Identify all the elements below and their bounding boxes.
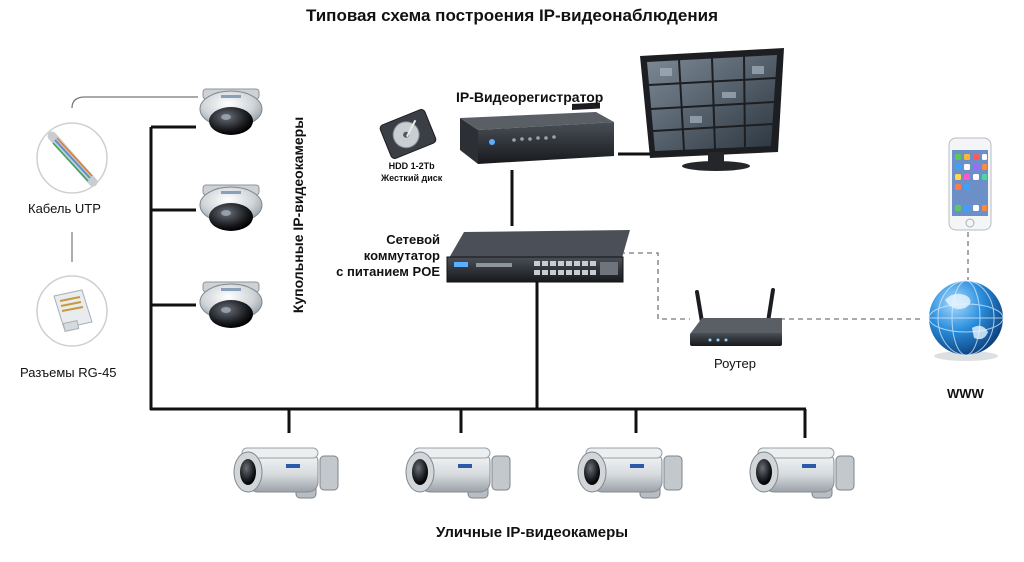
- dome-camera-icon: [199, 88, 263, 136]
- globe-icon: [928, 280, 1004, 361]
- network-switch-icon: [446, 230, 630, 283]
- switch-label-line2: коммутатор: [363, 248, 440, 263]
- bullet-camera-icon: [749, 447, 855, 499]
- bullet-camera-icon: [577, 447, 683, 499]
- dome-camera-icon: [199, 281, 263, 329]
- dome-camera-icon: [199, 184, 263, 232]
- www-label: WWW: [947, 386, 984, 401]
- dome-cameras-label: Купольные IP-видеокамеры: [290, 116, 306, 314]
- cable-link-line: [71, 96, 198, 109]
- router-icon: [690, 288, 782, 346]
- cable-label: Кабель UTP: [28, 201, 101, 216]
- smartphone-icon: [948, 137, 992, 231]
- utp-cable-icon: [36, 122, 108, 194]
- dashed-links: [620, 232, 969, 320]
- switch-label-line3: с питанием POE: [336, 264, 440, 279]
- diagram-title: Типовая схема построения IP-видеонаблюде…: [305, 6, 718, 25]
- switch-label: Сетевой коммутатор с питанием POE: [318, 232, 440, 280]
- router-label: Роутер: [714, 356, 756, 371]
- hdd-label-line2: Жесткий диск: [381, 173, 443, 183]
- nvr-label: IP-Видеорегистратор: [456, 89, 604, 105]
- rj45-connector-icon: [36, 275, 108, 347]
- dome-cameras-label-wrap: Купольные IP-видеокамеры: [278, 95, 318, 335]
- nvr-icon: [460, 102, 614, 164]
- hdd-label: HDD 1-2Tb Жесткий диск: [381, 160, 442, 184]
- bullet-camera-icon: [405, 447, 511, 499]
- street-cameras-label: Уличные IP-видеокамеры: [436, 524, 629, 541]
- hdd-icon: [379, 109, 437, 159]
- switch-label-line1: Сетевой: [386, 232, 440, 247]
- connectors-label: Разъемы RG-45: [20, 365, 117, 380]
- monitor-icon: [640, 48, 784, 171]
- bullet-camera-icon: [233, 447, 339, 499]
- hdd-label-line1: HDD 1-2Tb: [388, 161, 435, 171]
- connection-lines: [149, 125, 807, 438]
